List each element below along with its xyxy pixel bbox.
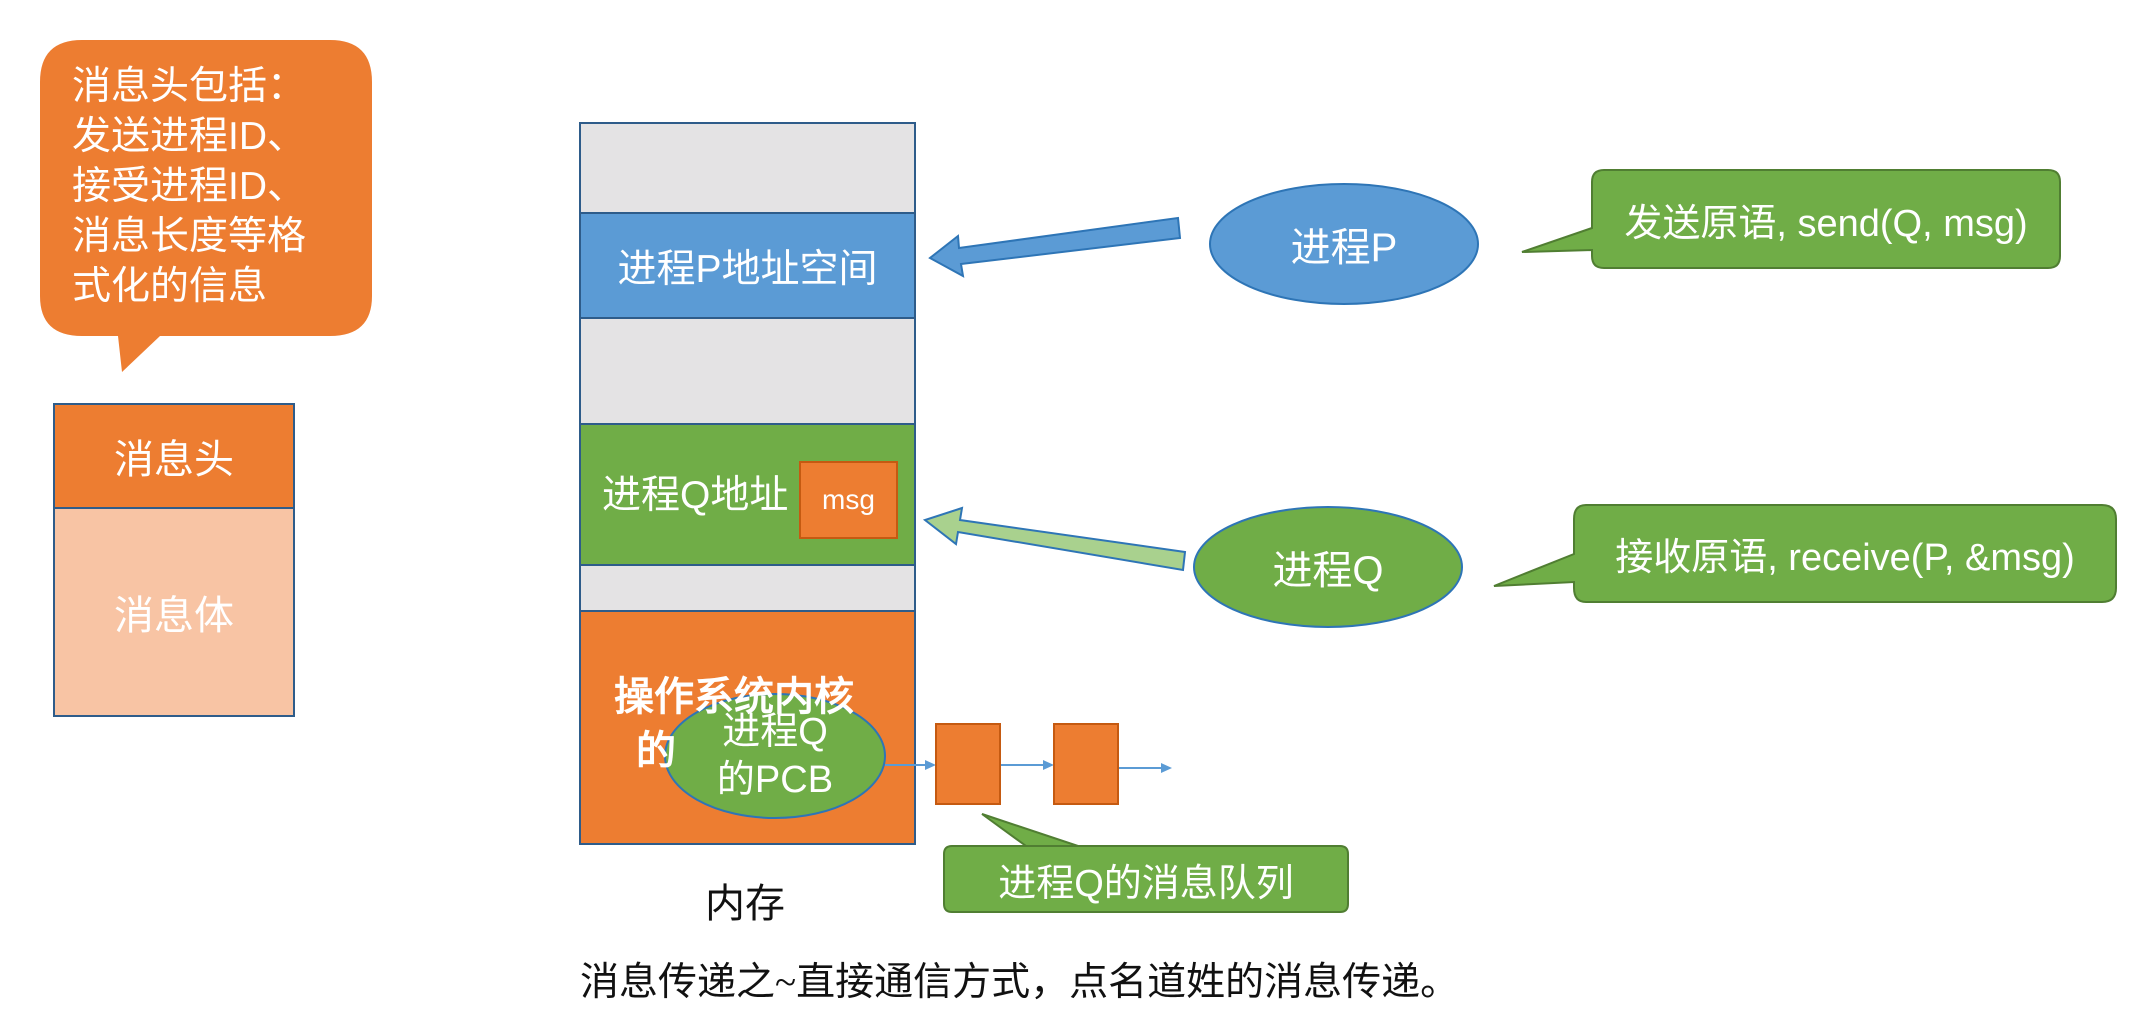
header-callout-line: 接受进程ID、 (72, 165, 307, 208)
process-q-ellipse (1193, 506, 1463, 628)
memory-caption: 内存 (705, 882, 785, 926)
send-callout-text: 发送原语, send(Q, msg) (1624, 202, 2028, 245)
pcb-label-line1: 进程Q (722, 711, 828, 753)
footer-caption: 消息传递之~直接通信方式，点名道姓的消息传递。 (580, 961, 1460, 1004)
process-q-label: 进程Q (1272, 549, 1384, 593)
queue-node-2 (1053, 723, 1119, 805)
kernel-label-line2: 的 (636, 729, 676, 773)
pcb-label-line2: 的PCB (716, 759, 834, 801)
receive-callout-bubble (1493, 504, 2117, 603)
header-callout-text: 消息头包括： 发送进程ID、 接受进程ID、 消息长度等格 式化的信息 (72, 62, 372, 312)
queue-node-1 (935, 723, 1001, 805)
arrow-q-to-memory (922, 506, 1187, 572)
message-body-box (53, 507, 295, 717)
memory-free-1 (579, 122, 916, 214)
receive-callout-text: 接收原语, receive(P, &msg) (1615, 537, 2075, 579)
arrow-p-to-memory (928, 216, 1182, 278)
memory-free-2 (579, 317, 916, 425)
process-p-label: 进程P (1290, 226, 1398, 270)
queue-callout-bubble (943, 813, 1349, 913)
pcb-label: 进程Q 的PCB (665, 700, 885, 812)
pcb-link-2-head (1043, 760, 1054, 770)
process-p-ellipse (1209, 183, 1479, 305)
msg-box (799, 461, 898, 539)
q-address-space-label: 进程Q地址 (602, 474, 789, 517)
message-body-label: 消息体 (114, 594, 234, 638)
pcb-link-1-head (925, 760, 936, 770)
pcb-ellipse (664, 693, 886, 819)
header-callout-line: 发送进程ID、 (72, 115, 307, 158)
send-callout-bubble (1521, 169, 2061, 269)
header-callout-bubble (40, 40, 372, 372)
msg-label: msg (822, 484, 875, 515)
header-callout-line: 消息头包括： (72, 65, 307, 108)
header-callout-line: 消息长度等格 (72, 215, 307, 258)
message-head-label: 消息头 (114, 438, 234, 482)
p-address-space (579, 212, 916, 319)
kernel-label-line1: 操作系统内核 (614, 675, 854, 719)
memory-free-3 (579, 564, 916, 612)
header-callout-line: 式化的信息 (72, 265, 268, 308)
message-head-box (53, 403, 295, 509)
p-address-space-label: 进程P地址空间 (617, 247, 878, 291)
pcb-link-3-head (1161, 763, 1172, 773)
queue-callout-text: 进程Q的消息队列 (998, 862, 1294, 905)
